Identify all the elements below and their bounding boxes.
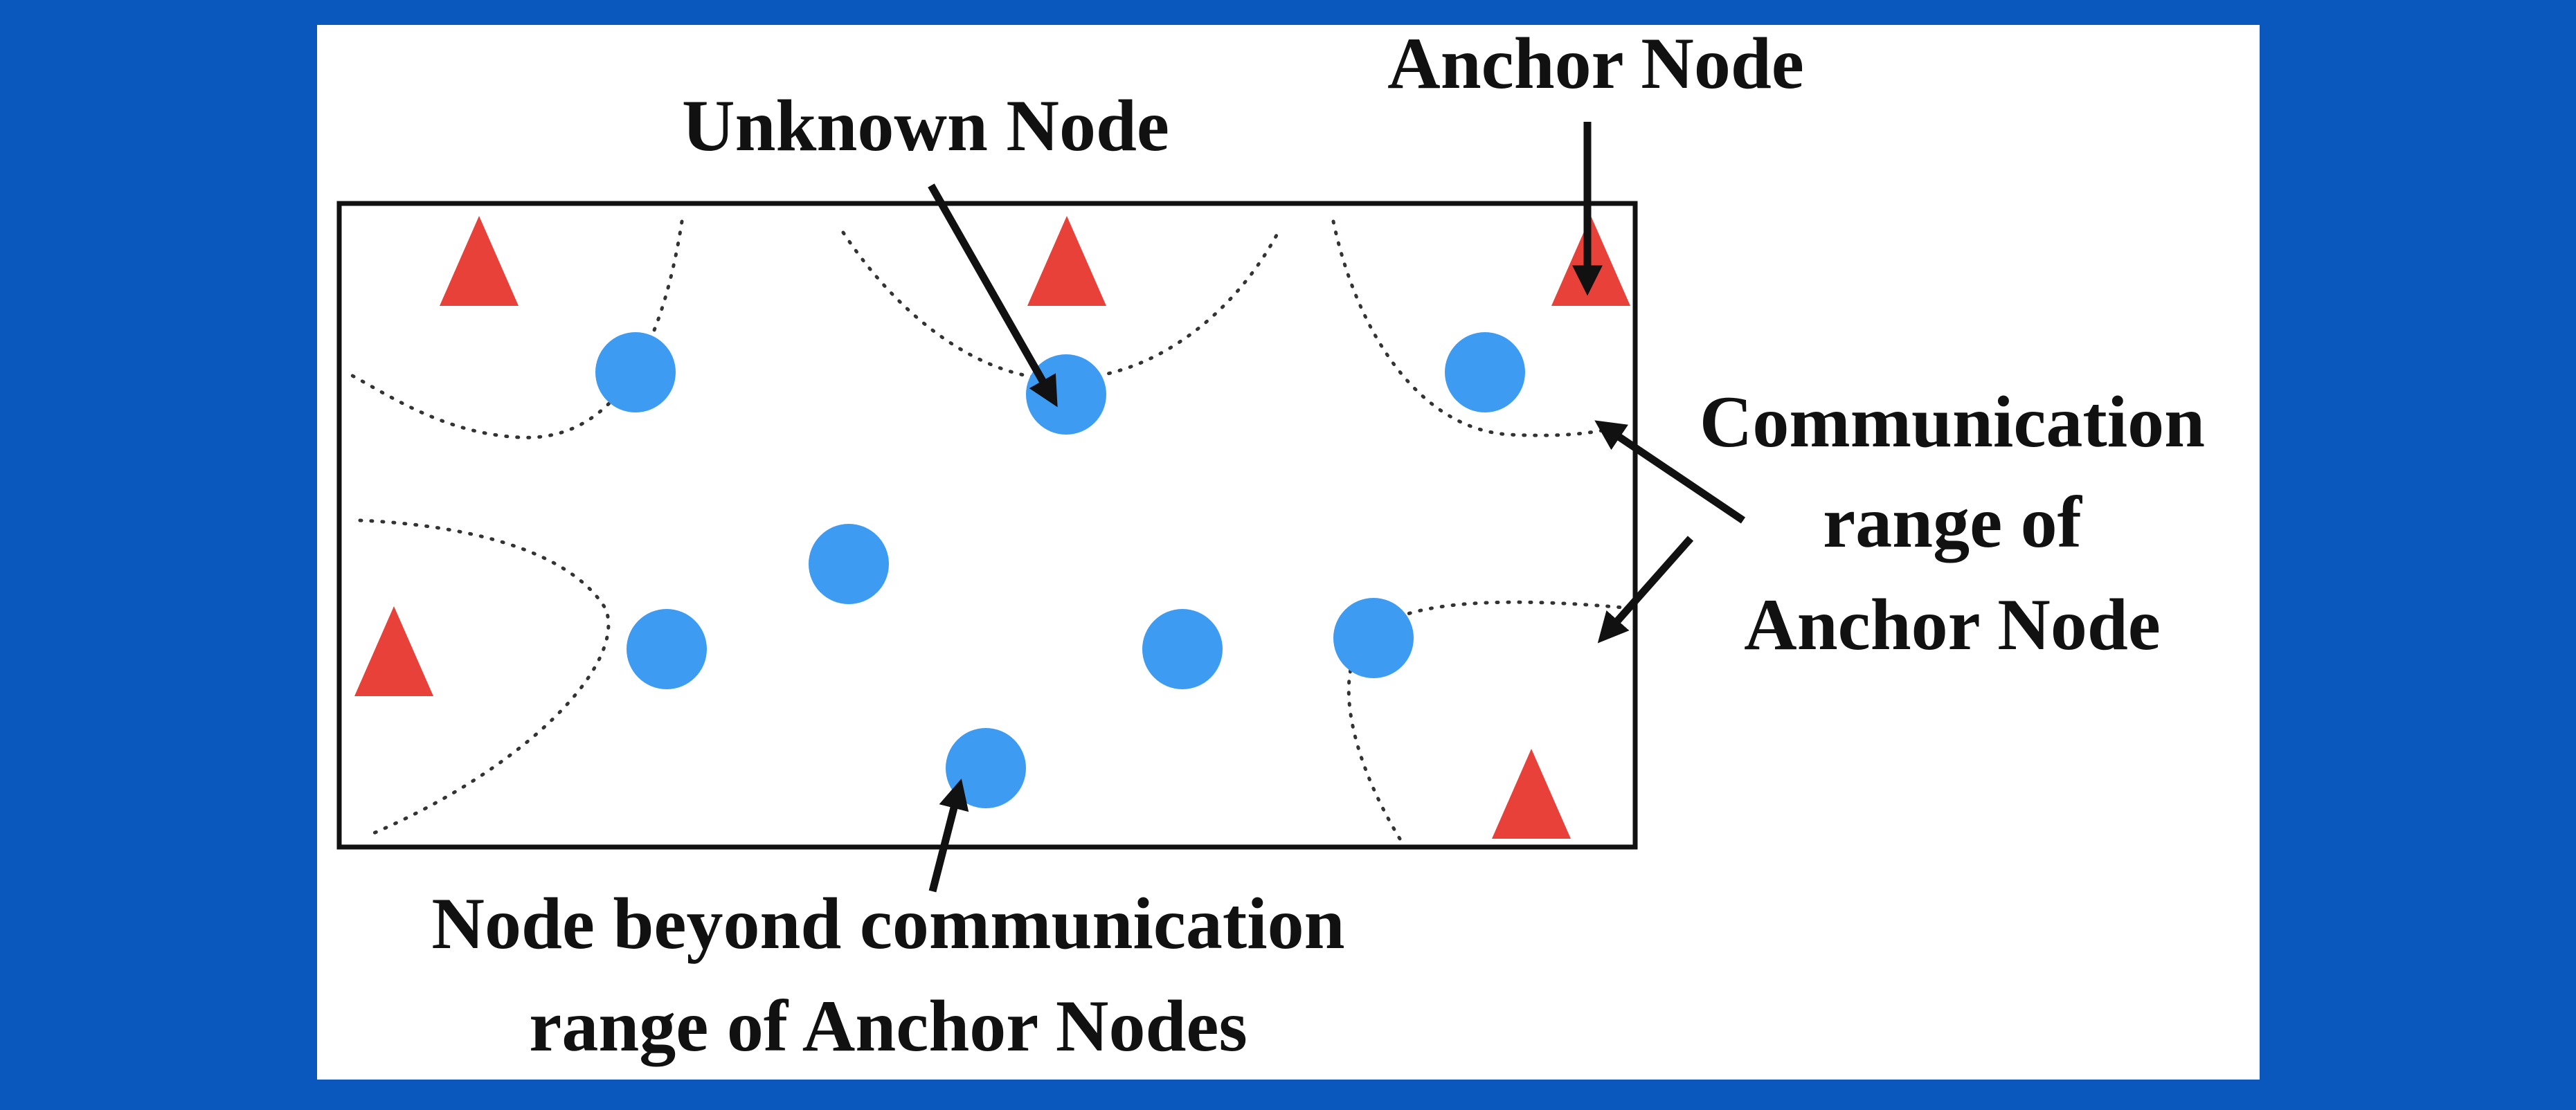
comm-range-top-left [344,219,684,439]
unknown-node [1142,609,1223,689]
white-panel [317,25,2260,1080]
label-comm-range-line3: Anchor Node [1744,584,2161,665]
anchor-node [354,606,433,696]
label-comm-range-line2: range of [1823,482,2083,563]
label-anchor-node: Anchor Node [1387,23,1804,104]
label-beyond-line2: range of Anchor Nodes [529,985,1247,1066]
label-beyond-line1: Node beyond communication [431,883,1344,964]
unknown-node [627,609,707,689]
arrow-beyond-node [928,779,969,893]
arrow-comm-range-lower [1597,536,1694,644]
arrow-unknown-node [928,183,1058,408]
comm-range-top-right [1331,219,1612,437]
label-comm-range-line1: Communication [1700,381,2205,462]
unknown-node [1445,332,1525,412]
anchor-node [440,216,519,306]
anchor-node [1492,749,1571,839]
unknown-node [809,524,889,604]
arrow-comm-range-upper [1594,420,1746,524]
unknown-node [1333,598,1414,678]
comm-range-bottom-right [1346,600,1625,841]
deployment-area [336,201,1638,850]
label-unknown-node: Unknown Node [682,85,1169,166]
comm-range-mid-left [358,518,611,837]
anchor-node [1027,216,1106,306]
unknown-node [595,332,676,412]
